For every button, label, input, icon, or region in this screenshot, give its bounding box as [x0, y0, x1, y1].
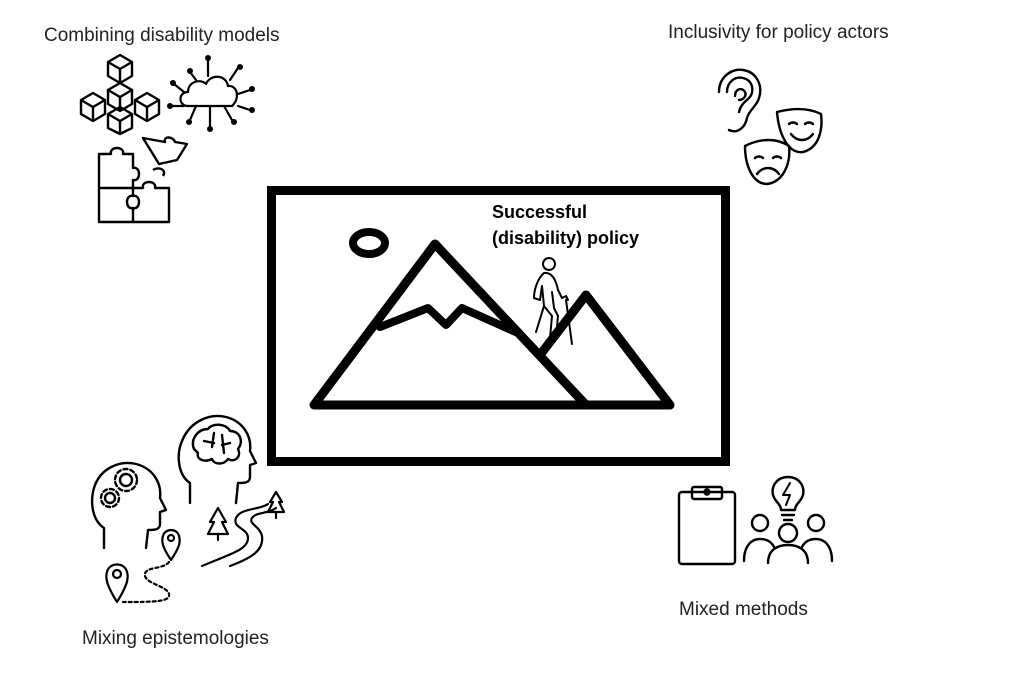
- team-icon: [742, 513, 834, 565]
- sun-icon: [349, 228, 389, 258]
- hiker-with-cane-icon: [533, 257, 573, 345]
- label-mixed-methods: Mixed methods: [679, 599, 808, 620]
- center-title-line1: Successful: [492, 202, 588, 222]
- mountains-icon: [309, 239, 675, 410]
- winding-path-icon: [200, 490, 286, 568]
- clipboard-icon: [677, 485, 737, 566]
- map-pin-icon: [105, 528, 181, 604]
- label-combining-disability-models: Combining disability models: [44, 25, 280, 46]
- label-inclusivity-policy-actors: Inclusivity for policy actors: [668, 22, 889, 43]
- theater-masks-icon: [743, 108, 823, 186]
- picture-frame: [267, 186, 730, 466]
- cubes-icon: [79, 53, 161, 136]
- cloud-network-icon: [167, 55, 255, 132]
- head-brain-icon: [177, 414, 258, 505]
- ear-icon: [717, 68, 762, 133]
- puzzle-icon: [97, 136, 189, 224]
- center-title: Successful (disability) policy: [492, 199, 639, 251]
- label-mixing-epistemologies: Mixing epistemologies: [82, 628, 269, 649]
- lightbulb-icon: [771, 475, 805, 522]
- center-title-line2: (disability) policy: [492, 228, 640, 248]
- head-gears-icon: [90, 461, 168, 550]
